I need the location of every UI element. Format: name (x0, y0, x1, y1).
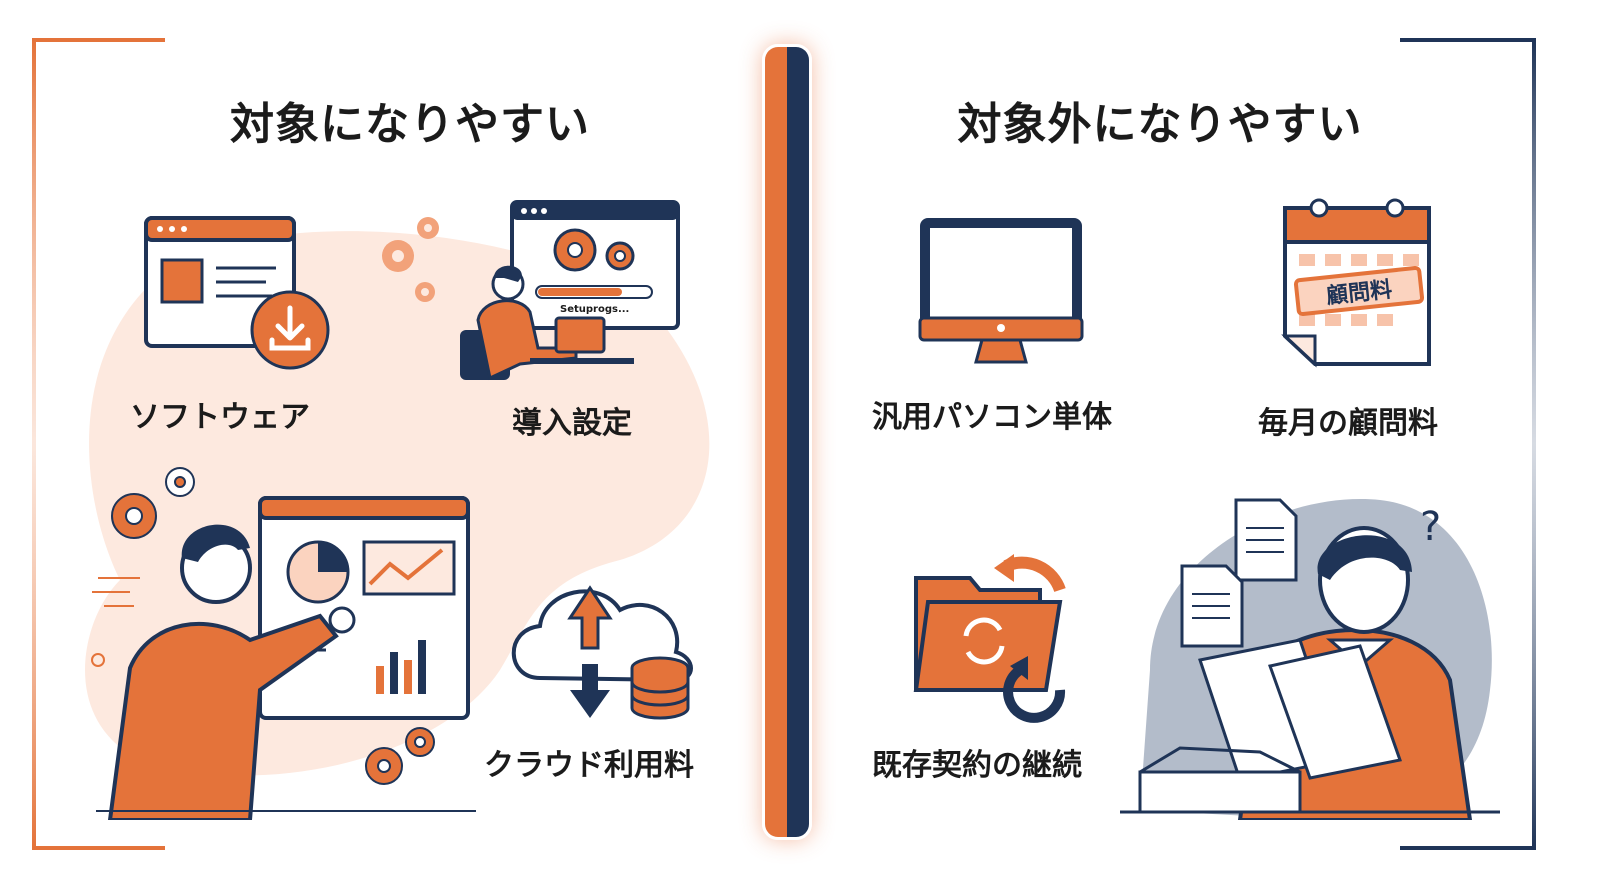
label-setup: 導入設定 (512, 406, 632, 441)
right-frame (1400, 38, 1536, 850)
label-pc: 汎用パソコン単体 (872, 400, 1112, 435)
setup-progress-fill (538, 288, 622, 296)
center-divider (762, 44, 812, 840)
label-advisory-fee: 毎月の顧問料 (1258, 406, 1438, 441)
right-heading: 対象外になりやすい (957, 99, 1363, 150)
left-frame (32, 38, 165, 850)
progress-text: Setuprogs... (560, 304, 629, 315)
folder-sync-icon (913, 554, 1066, 723)
presenter-illustration (91, 467, 470, 820)
label-cloud: クラウド利用料 (484, 748, 694, 783)
software-download-icon (144, 216, 330, 370)
cloud-sync-icon (511, 585, 693, 720)
question-mark-icon: ? (1420, 504, 1441, 550)
label-contract: 既存契約の継続 (872, 748, 1082, 783)
left-baseline (96, 810, 476, 812)
label-software: ソフトウェア (130, 400, 310, 435)
monitor-icon (918, 218, 1084, 364)
left-heading: 対象になりやすい (230, 99, 590, 150)
setup-person-icon: Setuprogs... (382, 200, 680, 381)
person-reading-illustration: ? (1120, 498, 1500, 820)
calendar-icon: 顧問料 (1281, 198, 1431, 368)
